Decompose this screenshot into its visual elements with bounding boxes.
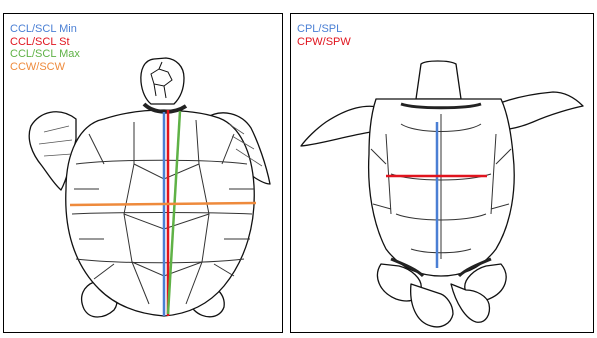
legend-cpl-spl: CPL/SPL bbox=[297, 23, 351, 36]
plastron-legend: CPL/SPL CPW/SPW bbox=[297, 23, 351, 48]
head bbox=[141, 58, 184, 104]
legend-ccl-scl-st: CCL/SCL St bbox=[10, 36, 80, 49]
legend-ccl-scl-min: CCL/SCL Min bbox=[10, 23, 80, 36]
plastron-turtle-drawing bbox=[291, 14, 593, 332]
plastron-head bbox=[416, 61, 461, 99]
legend-ccl-scl-max: CCL/SCL Max bbox=[10, 48, 80, 61]
plastron-tail-left bbox=[411, 284, 453, 327]
legend-ccw-scw: CCW/SCW bbox=[10, 61, 80, 74]
plastron-panel: CPL/SPL CPW/SPW bbox=[290, 13, 594, 333]
legend-cpw-spw: CPW/SPW bbox=[297, 36, 351, 49]
carapace-panel: CCL/SCL Min CCL/SCL St CCL/SCL Max CCW/S… bbox=[3, 13, 283, 333]
carapace-legend: CCL/SCL Min CCL/SCL St CCL/SCL Max CCW/S… bbox=[10, 23, 80, 73]
